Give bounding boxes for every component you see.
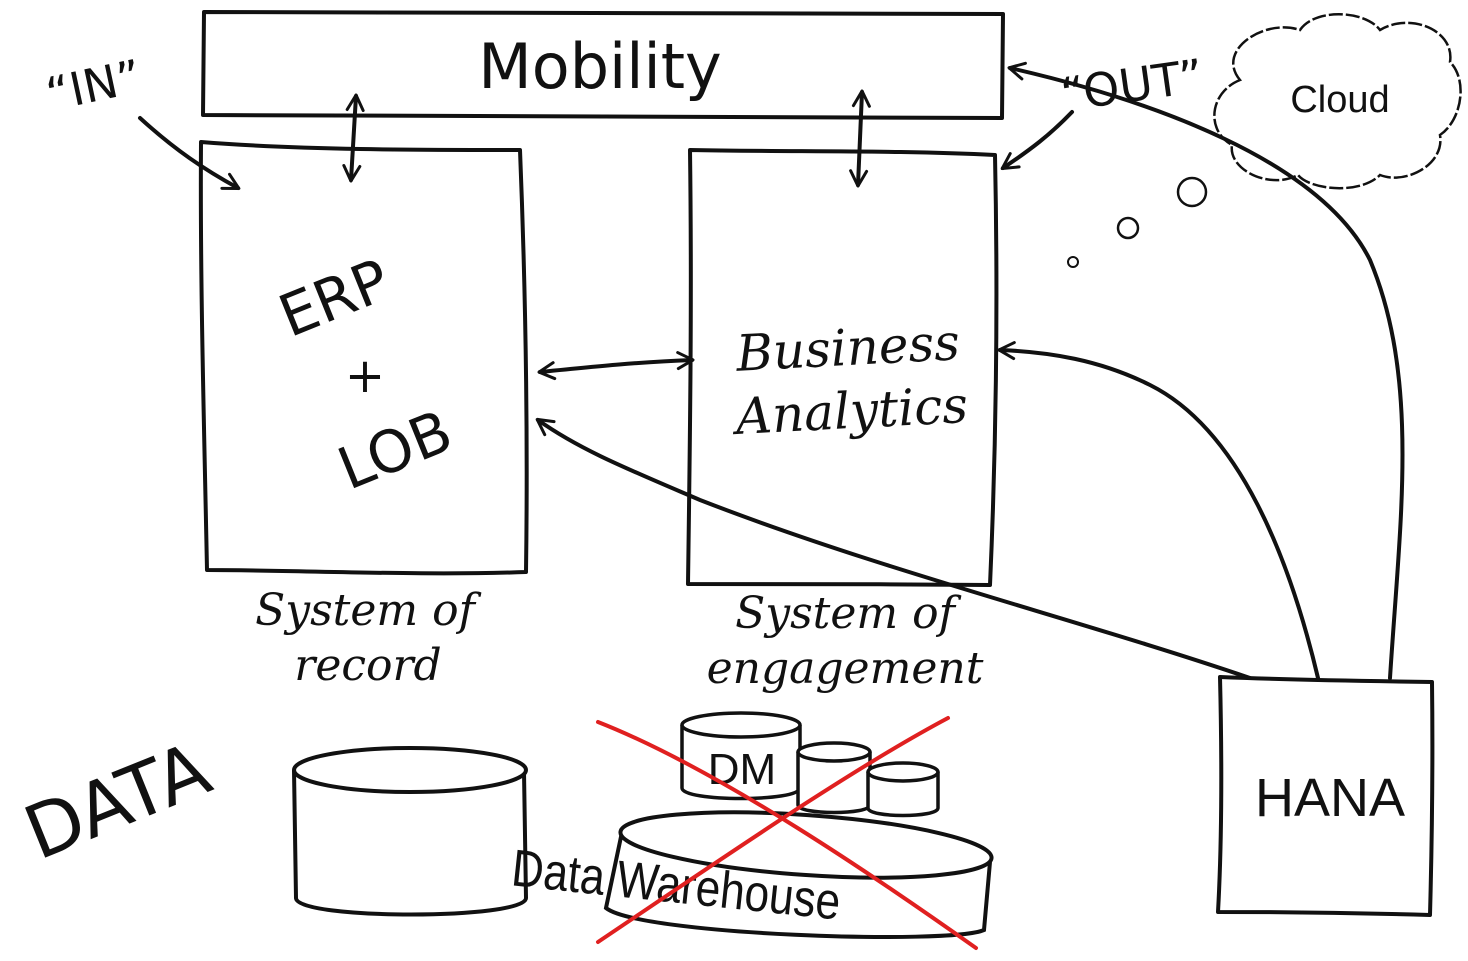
hana-mobility-arrow bbox=[1007, 61, 1405, 680]
small-cylinder-right bbox=[866, 761, 940, 818]
thought-bubble-small bbox=[1067, 256, 1079, 268]
business-label: Business bbox=[734, 313, 961, 383]
out-arrow bbox=[1000, 110, 1074, 171]
erp-label: ERP bbox=[270, 246, 399, 351]
data-warehouse-cylinder: Data Warehouse bbox=[509, 810, 994, 939]
mobility-box: Mobility bbox=[201, 10, 1005, 120]
analytics-label: Analytics bbox=[730, 376, 969, 446]
cloud-label: Cloud bbox=[1290, 79, 1389, 121]
strike-x bbox=[596, 716, 978, 950]
in-arrow bbox=[138, 116, 241, 190]
dm-label: DM bbox=[708, 745, 776, 794]
database-cylinder bbox=[292, 746, 529, 917]
engagement-caption-line1: System of bbox=[735, 588, 962, 639]
erp-lob-box: ERP + LOB bbox=[198, 140, 529, 576]
data-label: DATA bbox=[13, 726, 222, 877]
plus-label: + bbox=[345, 348, 385, 404]
engagement-caption-line2: engagement bbox=[707, 643, 984, 694]
in-label: “IN” bbox=[41, 49, 146, 122]
hana-label: HANA bbox=[1255, 768, 1405, 828]
thought-bubble-medium bbox=[1116, 216, 1140, 240]
record-caption-line1: System of bbox=[255, 585, 482, 636]
hana-erp-arrow bbox=[535, 417, 1252, 680]
mobility-label: Mobility bbox=[478, 30, 721, 103]
hana-box: HANA bbox=[1216, 675, 1435, 917]
business-analytics-box: Business Analytics bbox=[686, 148, 999, 587]
mobility-erp-arrow bbox=[342, 93, 365, 183]
hana-ba-arrow bbox=[997, 341, 1320, 680]
thought-bubble-large bbox=[1176, 176, 1208, 208]
lob-label: LOB bbox=[329, 397, 462, 503]
dm-cylinder: DM bbox=[680, 711, 802, 801]
mobility-ba-arrow bbox=[849, 89, 871, 188]
cloud-shape: Cloud bbox=[1213, 13, 1462, 190]
record-caption-line2: record bbox=[294, 640, 441, 691]
erp-ba-arrow bbox=[537, 351, 695, 381]
